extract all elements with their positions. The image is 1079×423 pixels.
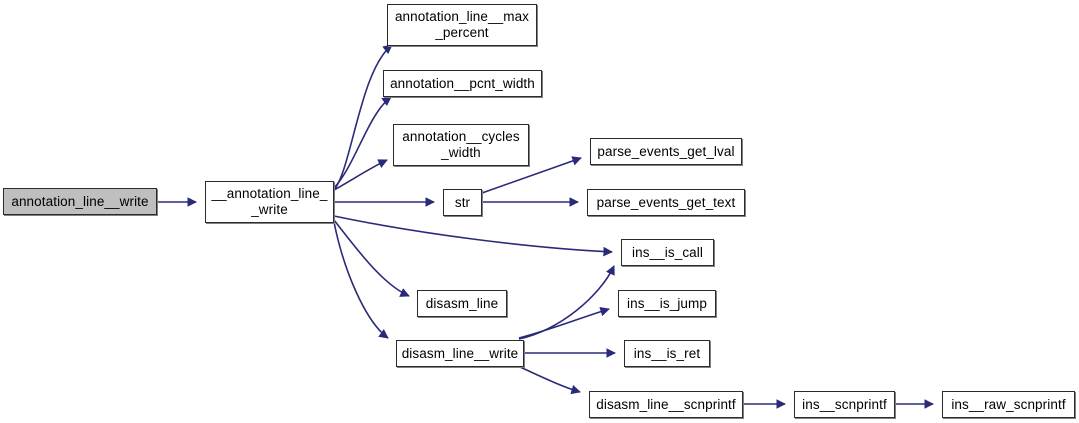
graph-node-annotation_line__write[interactable]: annotation_line__write — [3, 188, 157, 215]
graph-node-str[interactable]: str — [443, 189, 482, 216]
graph-node-ins__is_ret[interactable]: ins__is_ret — [624, 340, 710, 367]
graph-node-annotation__cycles_width[interactable]: annotation__cycles _width — [393, 124, 529, 166]
graph-node-parse_events_get_lval[interactable]: parse_events_get_lval — [590, 138, 742, 165]
graph-node-ins__raw_scnprintf[interactable]: ins__raw_scnprintf — [942, 391, 1075, 418]
graph-node-annotation__pcnt_width[interactable]: annotation__pcnt_width — [383, 70, 542, 97]
graph-edge-__annotation_line__write-to-disasm_line__write — [333, 221, 389, 339]
graph-node-ins__scnprintf[interactable]: ins__scnprintf — [794, 391, 895, 418]
graph-node-disasm_line__write[interactable]: disasm_line__write — [396, 340, 524, 367]
graph-edge-__annotation_line__write-to-annotation_line__max_percent — [333, 44, 393, 191]
graph-edge-__annotation_line__write-to-annotation__pcnt_width — [333, 96, 392, 189]
graph-node-parse_events_get_text[interactable]: parse_events_get_text — [587, 189, 745, 216]
graph-node-__annotation_line__write[interactable]: __annotation_line_ _write — [205, 181, 334, 223]
graph-edge-__annotation_line__write-to-disasm_line — [333, 219, 410, 297]
graph-node-disasm_line[interactable]: disasm_line — [417, 290, 507, 317]
graph-node-ins__is_jump[interactable]: ins__is_jump — [618, 290, 716, 317]
graph-edge-disasm_line__write-to-disasm_line__scnprintf — [519, 366, 581, 395]
graph-node-annotation_line__max_percent[interactable]: annotation_line__max _percent — [387, 4, 537, 46]
graph-edge-disasm_line__write-to-ins__is_call — [518, 265, 615, 340]
graph-node-disasm_line__scnprintf[interactable]: disasm_line__scnprintf — [589, 391, 743, 418]
graph-edge-disasm_line__write-to-ins__is_jump — [518, 306, 610, 339]
graph-edge-__annotation_line__write-to-ins__is_call — [333, 215, 613, 257]
graph-edge-__annotation_line__write-to-annotation__cycles_width — [333, 159, 388, 191]
graph-node-ins__is_call[interactable]: ins__is_call — [621, 239, 714, 266]
